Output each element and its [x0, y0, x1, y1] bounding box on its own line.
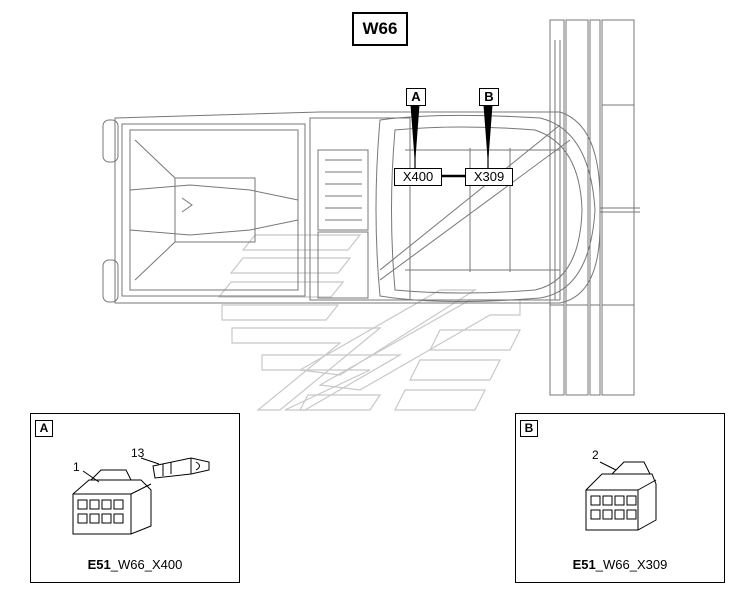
connector-x309-label: X309: [465, 168, 513, 186]
panel-a-tag: A: [35, 420, 53, 437]
marker-a: A: [406, 88, 426, 106]
panel-b-caption-code: E51: [572, 557, 596, 572]
detail-panel-a: A 1 13 E51_W66_X400: [30, 413, 240, 583]
detail-panel-b: B 2 E51_W66_X309: [515, 413, 725, 583]
panel-a-caption-code: E51: [87, 557, 111, 572]
marker-b: B: [479, 88, 499, 106]
connector-x309-illustration: [585, 461, 657, 531]
part-number-13: 13: [131, 446, 145, 460]
watermark-logo: [217, 234, 521, 411]
panel-b-caption: E51_W66_X309: [516, 557, 724, 572]
connector-x400-illustration: [72, 457, 210, 535]
part-number-2: 2: [592, 448, 599, 462]
panel-a-caption: E51_W66_X400: [31, 557, 239, 572]
panel-a-caption-rest: _W66_X400: [110, 557, 183, 572]
machine-frame: [102, 19, 640, 396]
part-number-1: 1: [73, 460, 80, 474]
panel-b-tag: B: [520, 420, 538, 437]
drawing-title: W66: [352, 12, 408, 46]
connector-x400-label: X400: [394, 168, 442, 186]
panel-b-caption-rest: _W66_X309: [595, 557, 668, 572]
